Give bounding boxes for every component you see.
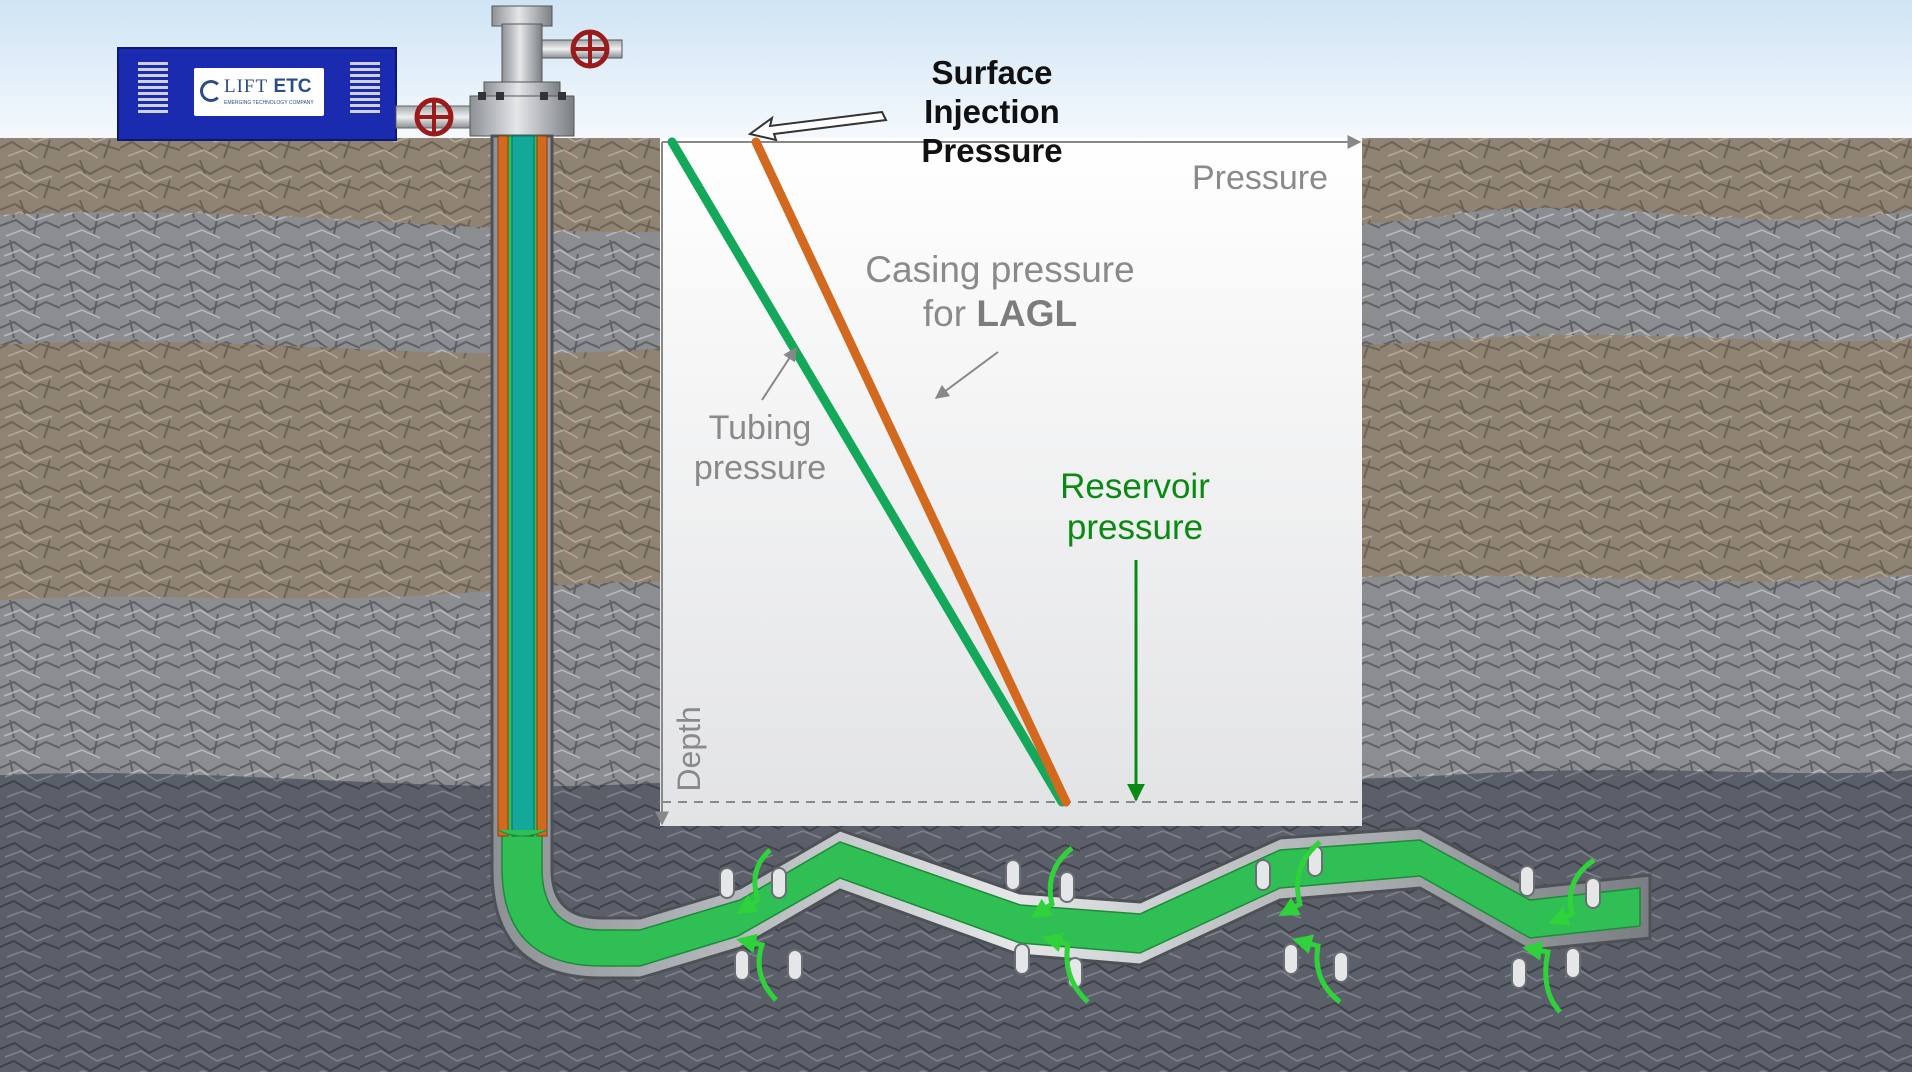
- tubing-pressure-label: Tubing pressure: [693, 409, 827, 488]
- valve-handwheel-icon: [414, 29, 610, 137]
- pressure-depth-chart: [655, 110, 1362, 826]
- tubing-label-arrow: [761, 346, 797, 401]
- logo-name-bold: ETC: [273, 76, 312, 97]
- pressure-axis-label: Pressure: [1191, 159, 1329, 197]
- logo-name: LIFT: [224, 76, 268, 97]
- logo-tagline: EMERGING TECHNOLOGY COMPANY: [224, 100, 314, 106]
- depth-axis-label: Depth: [671, 706, 708, 792]
- company-logo: LIFT ETC EMERGING TECHNOLOGY COMPANY: [194, 68, 324, 116]
- casing-pressure-line: [751, 137, 1071, 807]
- casing-pressure-label: Casing pressure for LAGL: [865, 249, 1135, 334]
- flow-arrow-icon: [736, 840, 1596, 1014]
- wellhead: [469, 5, 623, 137]
- well-bore: [490, 134, 1652, 980]
- reservoir-pressure-label: Reservoir pressure: [1060, 467, 1210, 548]
- logo-mark-icon: [200, 80, 222, 102]
- casing-label-arrow: [934, 351, 999, 399]
- tubing-pressure-line: [667, 137, 1067, 807]
- surface-injection-arrow: [747, 110, 888, 142]
- surface-injection-label: Surface Injection Pressure: [921, 54, 1063, 169]
